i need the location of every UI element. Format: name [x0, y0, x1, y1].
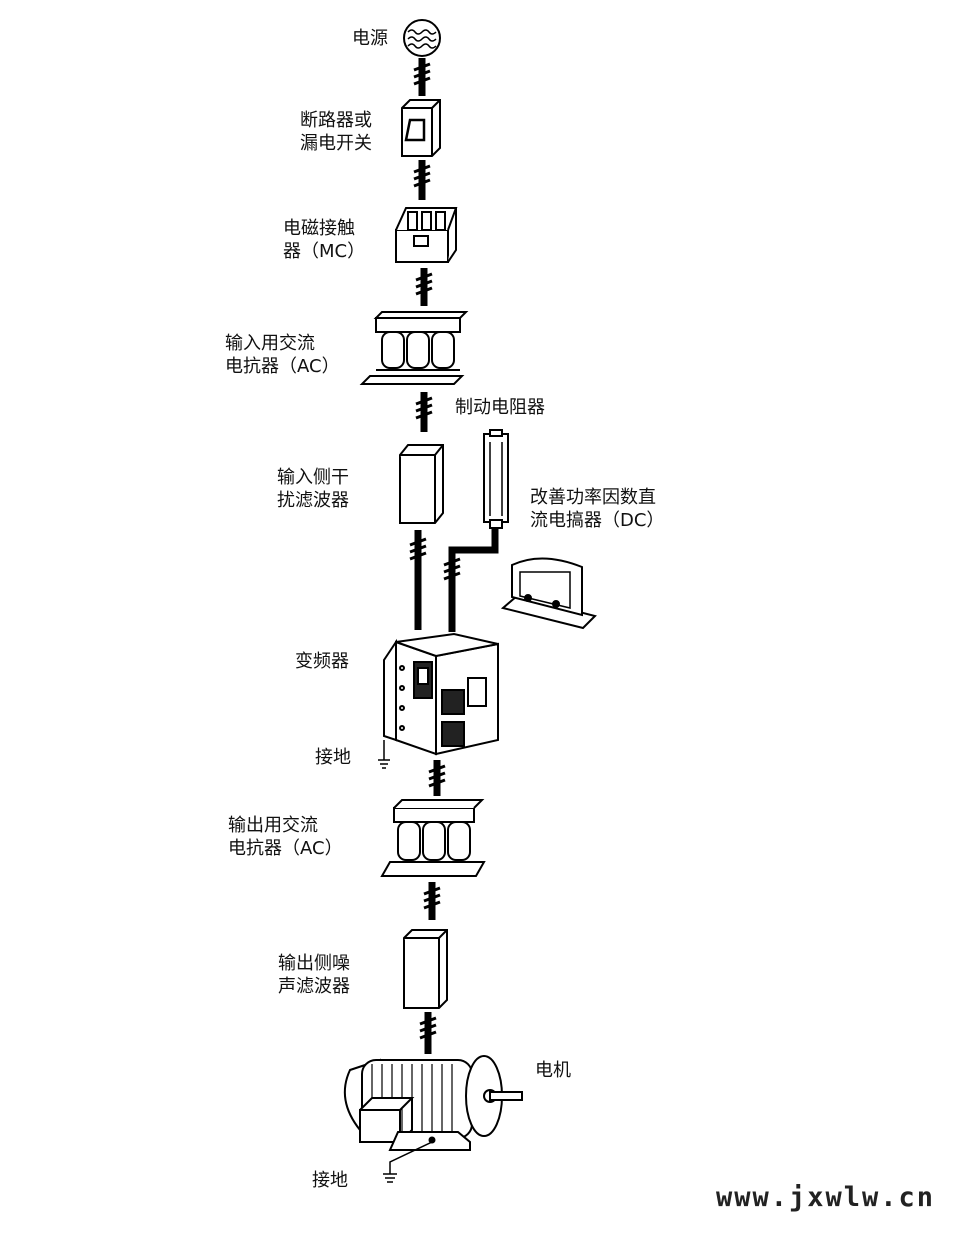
dc-reactor-icon [500, 557, 597, 630]
input-noise-filter-icon [399, 444, 444, 524]
main-wires [414, 58, 499, 1054]
label-output-reactor-line2: 电抗器（AC） [228, 838, 343, 859]
magnetic-contactor-icon [395, 207, 458, 263]
motor-ground-icon [383, 1141, 433, 1183]
label-inverter-ground: 接地 [315, 747, 351, 768]
label-inverter: 变频器 [295, 651, 349, 672]
label-power-source: 电源 [352, 28, 388, 49]
label-dc-reactor-line2: 流电搞器（DC） [530, 510, 665, 531]
inverter-icon [383, 632, 499, 756]
output-ac-reactor-icon [380, 799, 486, 877]
wire-phase-marks [409, 62, 461, 1040]
brake-resistor-icon [483, 429, 509, 529]
circuit-breaker-icon [401, 99, 441, 157]
ac-power-source-icon [403, 19, 441, 57]
label-output-filter-line2: 声滤波器 [278, 976, 350, 997]
label-input-filter-line2: 扰滤波器 [277, 490, 349, 511]
label-breaker-line2: 漏电开关 [300, 133, 372, 154]
label-breaker-line1: 断路器或 [300, 110, 372, 131]
watermark: www.jxwlw.cn [716, 1182, 936, 1213]
label-output-filter-line1: 输出侧噪 [278, 953, 350, 974]
label-contactor-line2: 器（MC） [283, 241, 366, 262]
label-input-reactor-line1: 输入用交流 [225, 333, 315, 354]
inverter-ground-icon [378, 740, 390, 769]
label-contactor-line1: 电磁接触 [283, 218, 355, 239]
output-noise-filter-icon [403, 929, 448, 1009]
label-input-reactor-line2: 电抗器（AC） [225, 356, 340, 377]
label-dc-reactor-line1: 改善功率因数直 [530, 487, 656, 508]
label-input-filter-line1: 输入侧干 [277, 467, 349, 488]
label-motor-ground: 接地 [312, 1170, 348, 1191]
label-output-reactor-line1: 输出用交流 [228, 815, 318, 836]
label-motor: 电机 [535, 1060, 571, 1081]
input-ac-reactor-icon [359, 311, 469, 385]
motor-icon [343, 1055, 523, 1151]
label-brake-resistor: 制动电阻器 [455, 397, 545, 418]
